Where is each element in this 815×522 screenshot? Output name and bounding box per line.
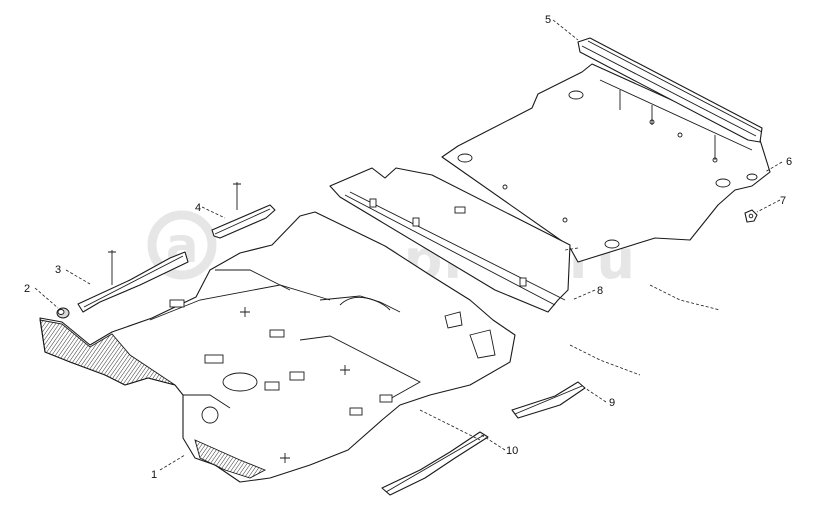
part-9-rail <box>511 381 586 419</box>
leader-lines <box>34 19 783 471</box>
part-4-seat-rail <box>211 182 276 239</box>
part-6-rear-floor-panel <box>441 63 771 263</box>
part-10-rail <box>381 431 489 496</box>
watermark-logo-ring <box>147 210 217 280</box>
callout-5: 5 <box>545 14 551 26</box>
callout-1: 1 <box>151 469 157 481</box>
part-7-nut <box>744 209 758 223</box>
callout-labels: 1 2 3 4 5 6 7 8 9 10 <box>24 14 792 481</box>
part-5-rear-cross-member <box>577 37 763 143</box>
part-8-seat-cross-member <box>329 167 571 313</box>
callout-10: 10 <box>506 445 518 457</box>
callout-9: 9 <box>609 397 615 409</box>
callout-3: 3 <box>55 264 61 276</box>
callout-6: 6 <box>786 156 792 168</box>
callout-8: 8 <box>597 285 603 297</box>
part-1-front-floor-pan <box>39 211 516 483</box>
callout-4: 4 <box>195 202 201 214</box>
part-2-plug <box>56 307 70 319</box>
callout-7: 7 <box>780 195 786 207</box>
callout-2: 2 <box>24 283 30 295</box>
part-3-seat-rail <box>77 250 189 313</box>
